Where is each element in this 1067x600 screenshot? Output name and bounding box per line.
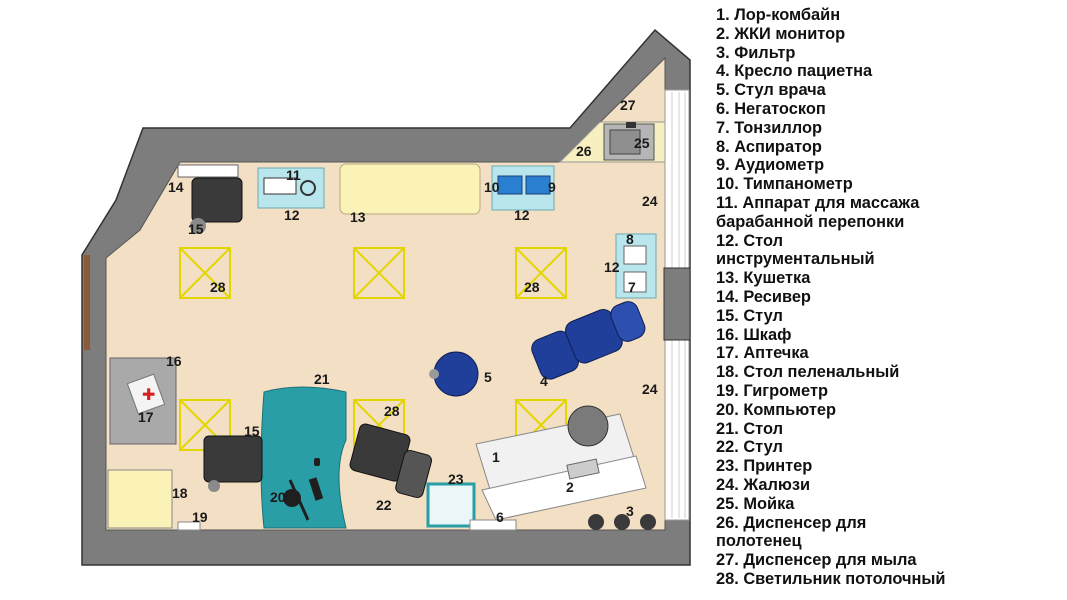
legend-item: 24. Жалюзи <box>716 475 811 494</box>
legend-item: 15. Стул <box>716 306 783 325</box>
label-12a: 12 <box>284 207 300 223</box>
plan-number-labels: 1 2 3 4 5 6 7 8 9 10 11 12 12 12 13 14 1… <box>138 97 658 525</box>
legend-item: 2. ЖКИ монитор <box>716 24 846 43</box>
label-2: 2 <box>566 479 574 495</box>
first-aid-kit-17 <box>126 373 166 415</box>
chair-22 <box>349 423 432 499</box>
label-24a: 24 <box>642 193 658 209</box>
receiver-14 <box>177 164 239 178</box>
legend-item: 18. Стол пеленальный <box>716 363 900 382</box>
tonsillor-7 <box>623 271 647 293</box>
chair-15-top-wheel <box>190 218 206 234</box>
label-20: 20 <box>270 489 286 505</box>
mouse <box>314 458 320 466</box>
legend-item: 11. Аппарат для массажа барабанной переп… <box>716 193 920 231</box>
legend-item: 3. Фильтр <box>716 43 796 62</box>
label-21: 21 <box>314 371 330 387</box>
legend-item: 7. Тонзиллор <box>716 118 822 137</box>
hygrometer-19 <box>177 521 201 531</box>
legend-item: 23. Принтер <box>716 457 813 476</box>
label-3: 3 <box>626 503 634 519</box>
legend-item: 27. Диспенсер для мыла <box>716 551 917 570</box>
legend-item: 16. Шкаф <box>716 325 792 344</box>
label-10: 10 <box>484 179 500 195</box>
negatoscope-6 <box>469 519 517 531</box>
doctor-chair-5 <box>433 351 479 397</box>
legend-item: 26. Диспенсер для полотенец <box>716 513 867 551</box>
legend-item: 8. Аспиратор <box>716 137 822 156</box>
label-12b: 12 <box>514 207 530 223</box>
chair-15-top <box>191 177 243 223</box>
changing-table-18 <box>107 469 173 529</box>
label-26: 26 <box>576 143 592 159</box>
legend-item: 21. Стол <box>716 419 784 438</box>
headphones-icon <box>300 180 316 196</box>
label-28a: 28 <box>210 279 226 295</box>
keyboard <box>308 477 324 501</box>
legend-item: 14. Ресивер <box>716 287 811 306</box>
label-19: 19 <box>192 509 208 525</box>
window-pier <box>663 267 691 341</box>
legend-item: 13. Кушетка <box>716 269 811 288</box>
label-24b: 24 <box>642 381 658 397</box>
floor-plan: ✚ 1 2 3 4 5 6 7 8 <box>81 28 691 566</box>
legend-item: 5. Стул врача <box>716 81 826 100</box>
filter-3-b <box>614 514 630 530</box>
legend-item: 19. Гигрометр <box>716 381 828 400</box>
sink-bowl <box>609 129 641 155</box>
legend-item: 4. Кресло пациетна <box>716 62 873 81</box>
label-9: 9 <box>548 179 556 195</box>
monitor-screen <box>566 458 600 480</box>
label-8: 8 <box>626 231 634 247</box>
legend-item: 12. Стол инструментальный <box>716 231 875 269</box>
label-14: 14 <box>168 179 184 195</box>
door <box>84 255 90 350</box>
legend-item: 25. Мойка <box>716 494 795 513</box>
computer-cable <box>288 479 310 521</box>
massage-device-11 <box>263 177 297 195</box>
label-4: 4 <box>540 373 548 389</box>
legend-item: 20. Компьютер <box>716 400 836 419</box>
audiometer-9 <box>525 175 551 195</box>
legend-item: 1. Лор-комбайн <box>716 6 841 24</box>
tympanometer-10 <box>497 175 523 195</box>
patient-chair-4 <box>531 301 646 380</box>
soap-dispenser-27 <box>626 122 636 128</box>
legend-item: 10. Тимпанометр <box>716 175 853 194</box>
chair-15-bottom-wheel <box>208 480 220 492</box>
label-27: 27 <box>620 97 636 113</box>
legend-item: 6. Негатоскоп <box>716 99 826 118</box>
label-15b: 15 <box>244 423 260 439</box>
label-28b: 28 <box>524 279 540 295</box>
label-6: 6 <box>496 509 504 525</box>
legend-item: 28. Светильник потолочный <box>716 569 946 588</box>
label-1: 1 <box>492 449 500 465</box>
legend-item: 17. Аптечка <box>716 344 809 363</box>
printer-23 <box>426 482 476 528</box>
label-12c: 12 <box>604 259 620 275</box>
label-15a: 15 <box>188 221 204 237</box>
label-5: 5 <box>484 369 492 385</box>
label-28c: 28 <box>384 403 400 419</box>
label-7: 7 <box>628 279 636 295</box>
label-17: 17 <box>138 409 154 425</box>
filter-3-c <box>640 514 656 530</box>
legend-list: 1. Лор-комбайн 2. ЖКИ монитор 3. Фильтр … <box>716 6 1062 589</box>
label-11: 11 <box>286 167 301 183</box>
aspirator-8 <box>623 245 647 265</box>
label-22: 22 <box>376 497 392 513</box>
doctor-chair-5-wheel <box>429 369 439 379</box>
label-18: 18 <box>172 485 188 501</box>
chair-15-bottom <box>203 435 263 483</box>
label-23: 23 <box>448 471 464 487</box>
label-16: 16 <box>166 353 182 369</box>
couch-13 <box>339 163 481 215</box>
label-13: 13 <box>350 209 366 225</box>
legend-item: 22. Стул <box>716 438 783 457</box>
legend-item: 9. Аудиометр <box>716 156 825 175</box>
label-25: 25 <box>634 135 650 151</box>
filter-3-a <box>588 514 604 530</box>
ent-combine-dome <box>567 405 609 447</box>
first-aid-cross-icon: ✚ <box>142 385 155 404</box>
